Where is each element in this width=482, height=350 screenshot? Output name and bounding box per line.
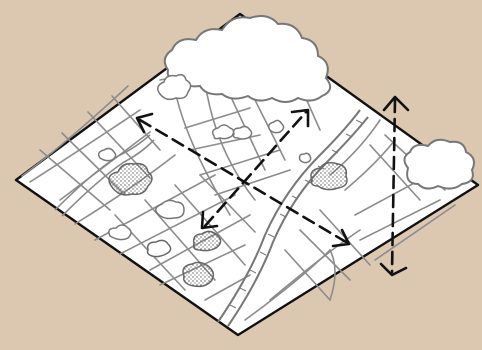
tree-clump-icon: [300, 153, 311, 162]
tree-clump-icon: [99, 148, 116, 160]
tree-clump-icon: [234, 126, 252, 139]
tree-clump-icon: [183, 262, 213, 286]
tree-clump-icon: [194, 231, 221, 250]
cloud-icon: [404, 140, 474, 189]
tree-clump-icon: [148, 240, 171, 256]
